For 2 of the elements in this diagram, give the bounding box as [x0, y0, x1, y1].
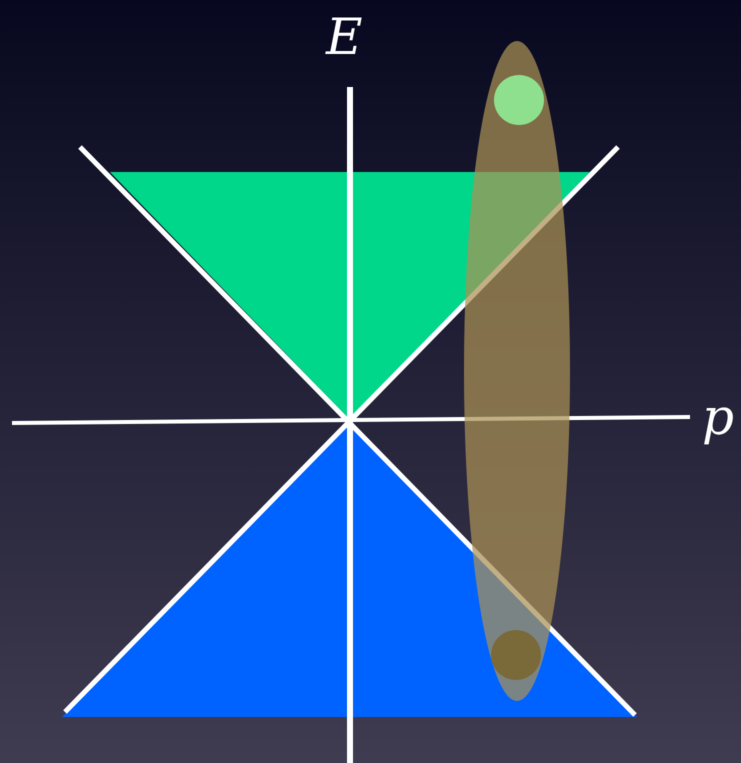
axis-label: E	[326, 12, 362, 62]
axis-label: p	[702, 392, 734, 442]
